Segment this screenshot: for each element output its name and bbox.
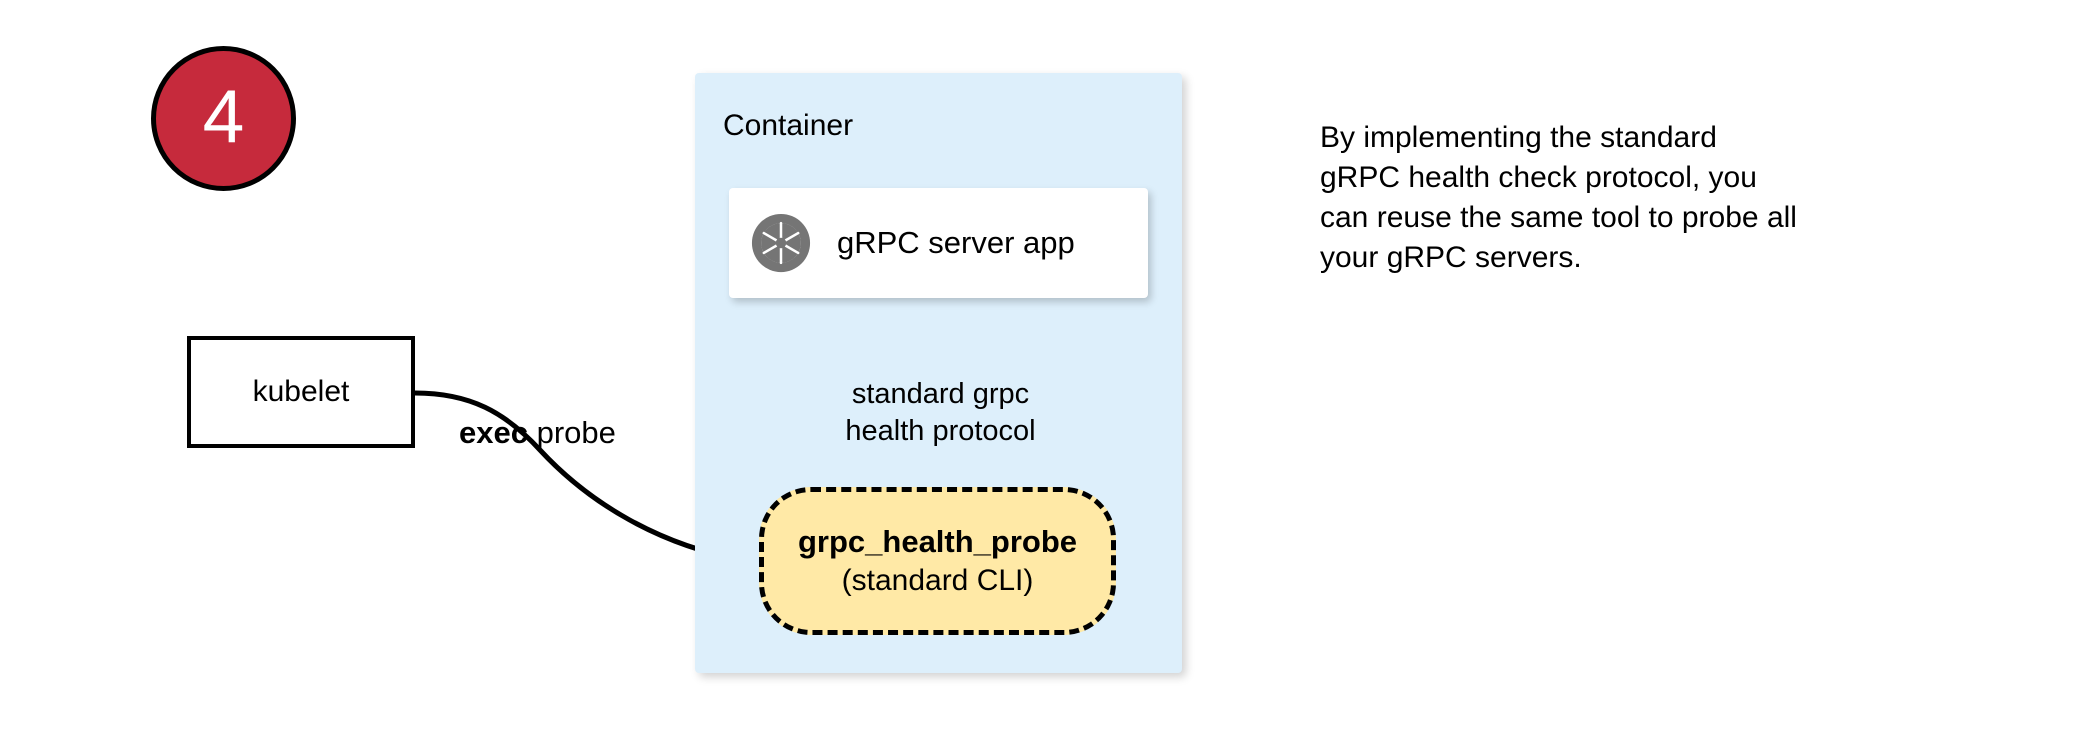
aperture-icon — [751, 213, 811, 273]
grpc-health-probe-title: grpc_health_probe — [797, 523, 1078, 559]
caption-line-3: can reuse the same tool to probe all — [1320, 200, 1797, 234]
grpc-health-probe-node: grpc_health_probe (standard CLI) — [759, 487, 1116, 635]
grpc-health-probe-subtitle: (standard CLI) — [841, 564, 1034, 598]
exec-probe-edge-label: exec probe — [459, 415, 616, 451]
caption-line-4: your gRPC servers. — [1320, 240, 1582, 274]
kubelet-label: kubelet — [252, 375, 350, 408]
caption-line-1: By implementing the standard — [1320, 121, 1717, 154]
grpc-server-app-label: gRPC server app — [837, 225, 1075, 260]
container-label: Container — [723, 109, 854, 142]
exec-probe-bold-word: exec — [459, 415, 528, 450]
step-number-text: 4 — [202, 74, 245, 158]
grpc-server-app-card: gRPC server app — [729, 188, 1148, 298]
exec-probe-rest-word: probe — [527, 415, 616, 450]
step-number-badge: 4 — [151, 46, 296, 191]
health-protocol-line-1: standard grpc — [851, 378, 1030, 410]
caption-text: By implementing the standard gRPC health… — [1320, 118, 1900, 278]
health-protocol-edge-label: standard grpc health protocol — [833, 376, 1048, 450]
kubelet-box: kubelet — [187, 336, 415, 448]
health-protocol-line-2: health protocol — [845, 415, 1036, 448]
caption-line-2: gRPC health check protocol, you — [1320, 160, 1757, 194]
